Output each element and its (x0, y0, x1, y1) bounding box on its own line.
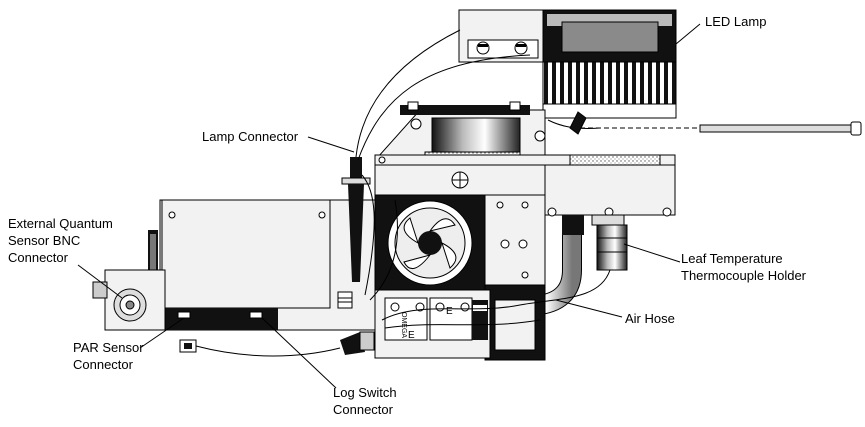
mounting-screw (580, 121, 862, 136)
right-block (544, 164, 676, 217)
label-external-quantum: External Quantum Sensor BNC Connector (8, 215, 113, 266)
left-main-body (148, 199, 376, 331)
label-leaf-temperature-line2: Thermocouple Holder (681, 268, 807, 283)
label-par-sensor: PAR Sensor Connector (73, 339, 144, 373)
label-external-quantum-line1: External Quantum (8, 216, 113, 231)
label-par-sensor-line2: Connector (73, 357, 133, 372)
label-log-switch: Log Switch Connector (333, 384, 397, 418)
label-leaf-temperature: Leaf Temperature Thermocouple Holder (681, 250, 806, 284)
label-led-lamp: LED Lamp (705, 14, 767, 29)
omega-connector-plate: OMEGA E E (374, 289, 491, 359)
wires (195, 29, 611, 357)
omega-letter-left: E (408, 330, 415, 341)
lamp-connector (341, 157, 371, 282)
led-lamp (458, 9, 677, 119)
main-crossbar (374, 154, 676, 166)
leader-lines (77, 23, 701, 389)
bottom-connectors (179, 331, 375, 355)
bnc-connector (92, 269, 166, 331)
thermocouple-holder (591, 214, 628, 271)
label-par-sensor-line1: PAR Sensor (73, 340, 144, 355)
label-log-switch-line1: Log Switch (333, 385, 397, 400)
label-air-hose: Air Hose (625, 311, 675, 326)
fan-blades (403, 217, 457, 270)
label-lamp-connector: Lamp Connector (202, 129, 299, 144)
label-leaf-temperature-line1: Leaf Temperature (681, 251, 783, 266)
fan-block (374, 164, 546, 361)
label-log-switch-line2: Connector (333, 402, 393, 417)
lamp-mount-plate (376, 101, 546, 163)
omega-letter-right: E (446, 306, 453, 317)
label-external-quantum-line2: Sensor BNC (8, 233, 81, 248)
label-external-quantum-line3: Connector (8, 250, 68, 265)
omega-brand-text: OMEGA (400, 312, 407, 338)
